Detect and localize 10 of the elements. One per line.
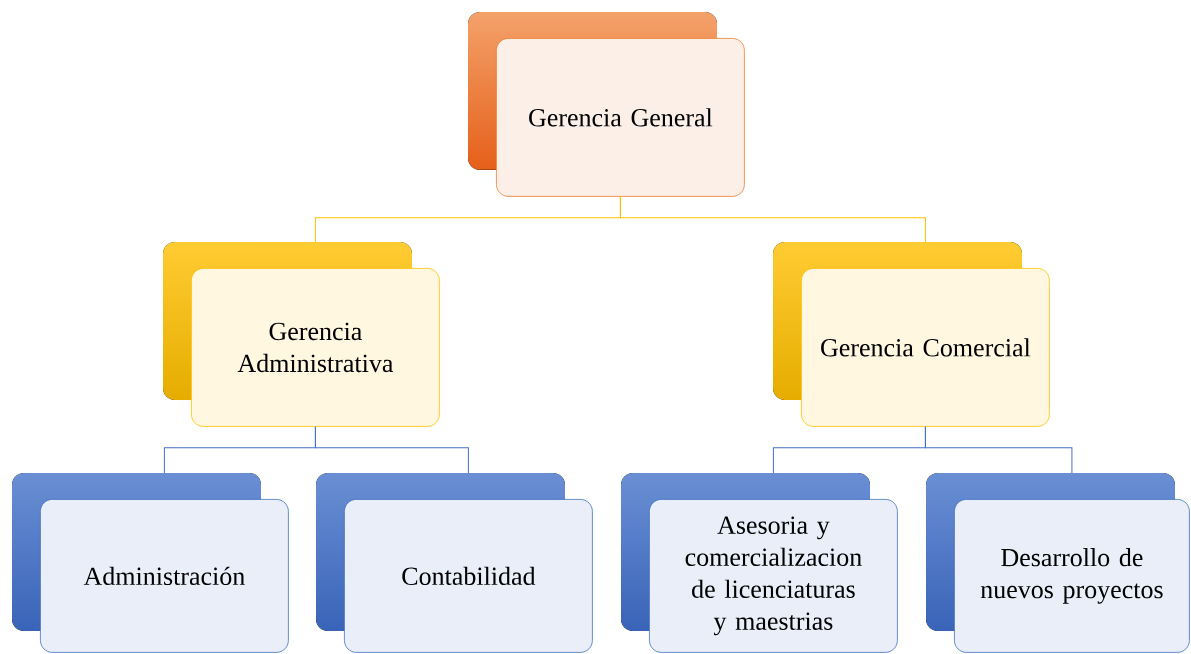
org-chart-box: Gerencia General <box>468 12 745 197</box>
connector-line <box>619 196 926 243</box>
org-chart-box: Gerencia Comercial <box>773 242 1050 427</box>
connector-line <box>314 426 469 474</box>
org-chart-box: Administración <box>12 473 289 653</box>
connector-line <box>924 426 1073 474</box>
org-chart-box: Gerencia Administrativa <box>163 242 440 427</box>
org-chart-box: Contabilidad <box>316 473 593 653</box>
org-chart-box: Desarrollo de nuevos proyectos <box>926 473 1190 653</box>
org-chart-box: Asesoria y comercializacion de licenciaturas y maestrias <box>621 473 898 653</box>
